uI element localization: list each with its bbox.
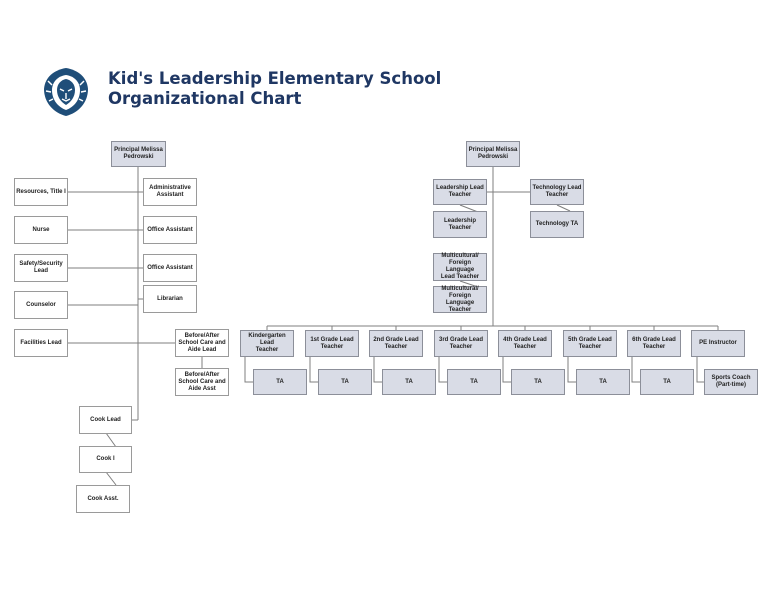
lion-crest-icon (44, 68, 88, 116)
grade-lead-box: 1st Grade Lead Teacher (305, 330, 359, 357)
ta-box: TA (511, 369, 565, 395)
technology-ta-box: Technology TA (530, 211, 584, 238)
chart-subtitle: Organizational Chart (108, 89, 302, 108)
resources-box: Resources, Title I (14, 178, 68, 206)
office-assistant-box-2: Office Assistant (143, 254, 197, 282)
nurse-box: Nurse (14, 216, 68, 244)
ta-box: TA (318, 369, 372, 395)
before-after-asst-box: Before/After School Care and Aide Asst (175, 368, 229, 396)
ta-box: TA (576, 369, 630, 395)
chart-title: Kid's Leadership Elementary School (108, 69, 442, 88)
admin-assistant-box: Administrative Assistant (143, 178, 197, 206)
ta-box: TA (640, 369, 694, 395)
leadership-lead-box: Leadership Lead Teacher (433, 179, 487, 205)
facilities-lead-box: Facilities Lead (14, 329, 68, 357)
leadership-teacher-box: Leadership Teacher (433, 211, 487, 238)
technology-lead-box: Technology Lead Teacher (530, 179, 584, 205)
grade-lead-box: Kindergarten Lead Teacher (240, 330, 294, 357)
multicultural-lead-box: Multicultural/ Foreign Language Lead Tea… (433, 253, 487, 281)
grade-lead-box: 2nd Grade Lead Teacher (369, 330, 423, 357)
grade-lead-box: 4th Grade Lead Teacher (498, 330, 552, 357)
grade-lead-box: 6th Grade Lead Teacher (627, 330, 681, 357)
grade-lead-box: 3rd Grade Lead Teacher (434, 330, 488, 357)
principal-box-right: Principal Melissa Pedrowski (466, 141, 520, 167)
ta-box: TA (253, 369, 307, 395)
librarian-box: Librarian (143, 285, 197, 313)
grade-lead-box: 5th Grade Lead Teacher (563, 330, 617, 357)
ta-box: TA (447, 369, 501, 395)
ta-box: TA (382, 369, 436, 395)
office-assistant-box-1: Office Assistant (143, 216, 197, 244)
sports-coach-box: Sports Coach (Part-time) (704, 369, 758, 395)
cook-1-box: Cook I (79, 446, 132, 473)
multicultural-teacher-box: Multicultural/ Foreign Language Teacher (433, 286, 487, 313)
principal-box-left: Principal Melissa Pedrowski (111, 141, 166, 167)
cook-lead-box: Cook Lead (79, 406, 132, 434)
safety-lead-box: Safety/Security Lead (14, 254, 68, 282)
pe-instructor-box: PE Instructor (691, 330, 745, 357)
counselor-box: Counselor (14, 291, 68, 319)
cook-asst-box: Cook Asst. (76, 485, 130, 513)
before-after-lead-box: Before/After School Care and Aide Lead (175, 329, 229, 357)
